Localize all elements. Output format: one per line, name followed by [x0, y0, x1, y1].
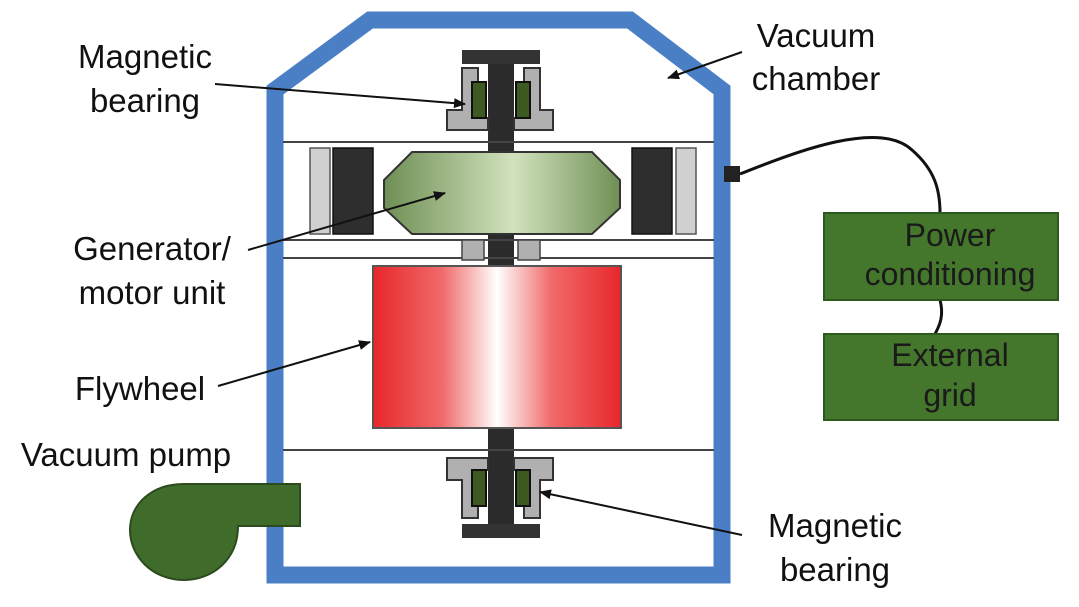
bottom-bearing-magnet-left: [471, 469, 487, 507]
power-cable: [739, 135, 942, 214]
vacuum-pump: [128, 483, 301, 582]
cable-connector: [724, 166, 740, 182]
label-magnetic-bearing-top-2: bearing: [90, 82, 200, 119]
stator-left-outer: [309, 147, 331, 235]
power-conditioning-line1: Power: [905, 217, 996, 253]
label-vacuum-chamber-1: Vacuum: [757, 17, 876, 54]
arrow-magnetic-bearing-top: [214, 83, 466, 109]
bottom-bearing-magnet-right: [515, 469, 531, 507]
power-conditioning-box: [823, 212, 1059, 301]
arrow-vacuum-chamber: [667, 51, 743, 80]
external-grid-box: [823, 333, 1059, 421]
label-vacuum-chamber-2: chamber: [752, 60, 880, 97]
top-shaft-cap: [462, 50, 540, 64]
flywheel-rotor: [372, 265, 622, 429]
external-grid-line2: grid: [923, 377, 976, 413]
arrow-flywheel: [217, 340, 371, 387]
top-bearing-magnet-right: [515, 81, 531, 119]
label-vacuum-pump: Vacuum pump: [21, 436, 231, 473]
external-grid-line1: External: [891, 337, 1008, 373]
top-bearing-magnet-left: [471, 81, 487, 119]
middle-collar-right: [517, 239, 541, 261]
arrow-magnetic-bearing-bottom: [539, 489, 743, 536]
label-flywheel: Flywheel: [75, 370, 205, 407]
arrow-generator-motor: [247, 191, 446, 251]
stator-left: [332, 147, 374, 235]
label-generator-motor-1: Generator/: [73, 230, 232, 267]
stator-right-outer: [675, 147, 697, 235]
stator-right: [631, 147, 673, 235]
label-magnetic-bearing-bottom-1: Magnetic: [768, 507, 902, 544]
label-magnetic-bearing-top-1: Magnetic: [78, 38, 212, 75]
grid-cable: [933, 299, 944, 335]
power-conditioning-line2: conditioning: [865, 256, 1036, 292]
label-magnetic-bearing-bottom-2: bearing: [780, 551, 890, 588]
middle-collar-left: [461, 239, 485, 261]
label-generator-motor-2: motor unit: [79, 274, 226, 311]
generator-rotor: [383, 151, 621, 235]
bottom-shaft-cap: [462, 524, 540, 538]
